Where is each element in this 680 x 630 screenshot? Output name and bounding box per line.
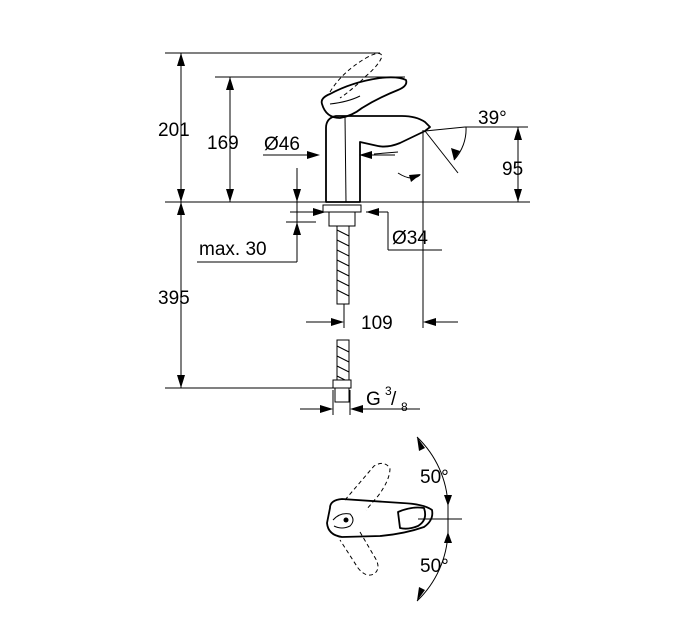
top-view-handle	[326, 498, 434, 538]
rotation-arc-up	[416, 436, 449, 507]
dimension-201: 201	[158, 53, 190, 202]
dimension-diameter-34-label: Ø34	[392, 228, 428, 249]
thread-denominator: 8	[401, 400, 408, 414]
thread-slash: /	[391, 389, 397, 410]
top-view-handle-rotated-down	[339, 531, 379, 576]
dimension-169: 169	[207, 77, 239, 202]
dimension-109: 109	[306, 130, 458, 334]
dimension-diameter-34: Ø34	[290, 208, 442, 251]
dimension-max-30: max. 30	[197, 168, 316, 263]
dimension-thread-g38: G 3 / 8	[300, 384, 420, 415]
dimension-109-label: 109	[361, 313, 393, 334]
dimension-39-degree: 39°	[397, 108, 507, 182]
rotation-down-label: 50°	[420, 556, 449, 577]
thread-numerator: 3	[385, 384, 392, 398]
dimension-395: 395	[158, 202, 190, 388]
dimension-95-label: 95	[502, 159, 523, 180]
faucet-body	[320, 52, 431, 203]
thread-letter: G	[366, 389, 381, 410]
mounting-assembly	[322, 204, 362, 403]
side-view: 201 169 395 95 Ø46	[158, 52, 530, 415]
dimension-diameter-46-label: Ø46	[264, 134, 300, 155]
dimension-diameter-46: Ø46	[263, 134, 395, 159]
dimension-max-30-label: max. 30	[199, 239, 267, 260]
dimension-169-label: 169	[207, 133, 239, 154]
dimension-39-degree-label: 39°	[478, 108, 507, 129]
rotation-arc-down	[416, 531, 449, 602]
top-view: 50° 50°	[326, 436, 462, 602]
top-view-handle-rotated-up	[344, 462, 391, 511]
rotation-up-label: 50°	[420, 467, 449, 488]
dimension-201-label: 201	[158, 120, 190, 141]
dimension-95: 95	[502, 127, 523, 202]
dimension-395-label: 395	[158, 288, 190, 309]
